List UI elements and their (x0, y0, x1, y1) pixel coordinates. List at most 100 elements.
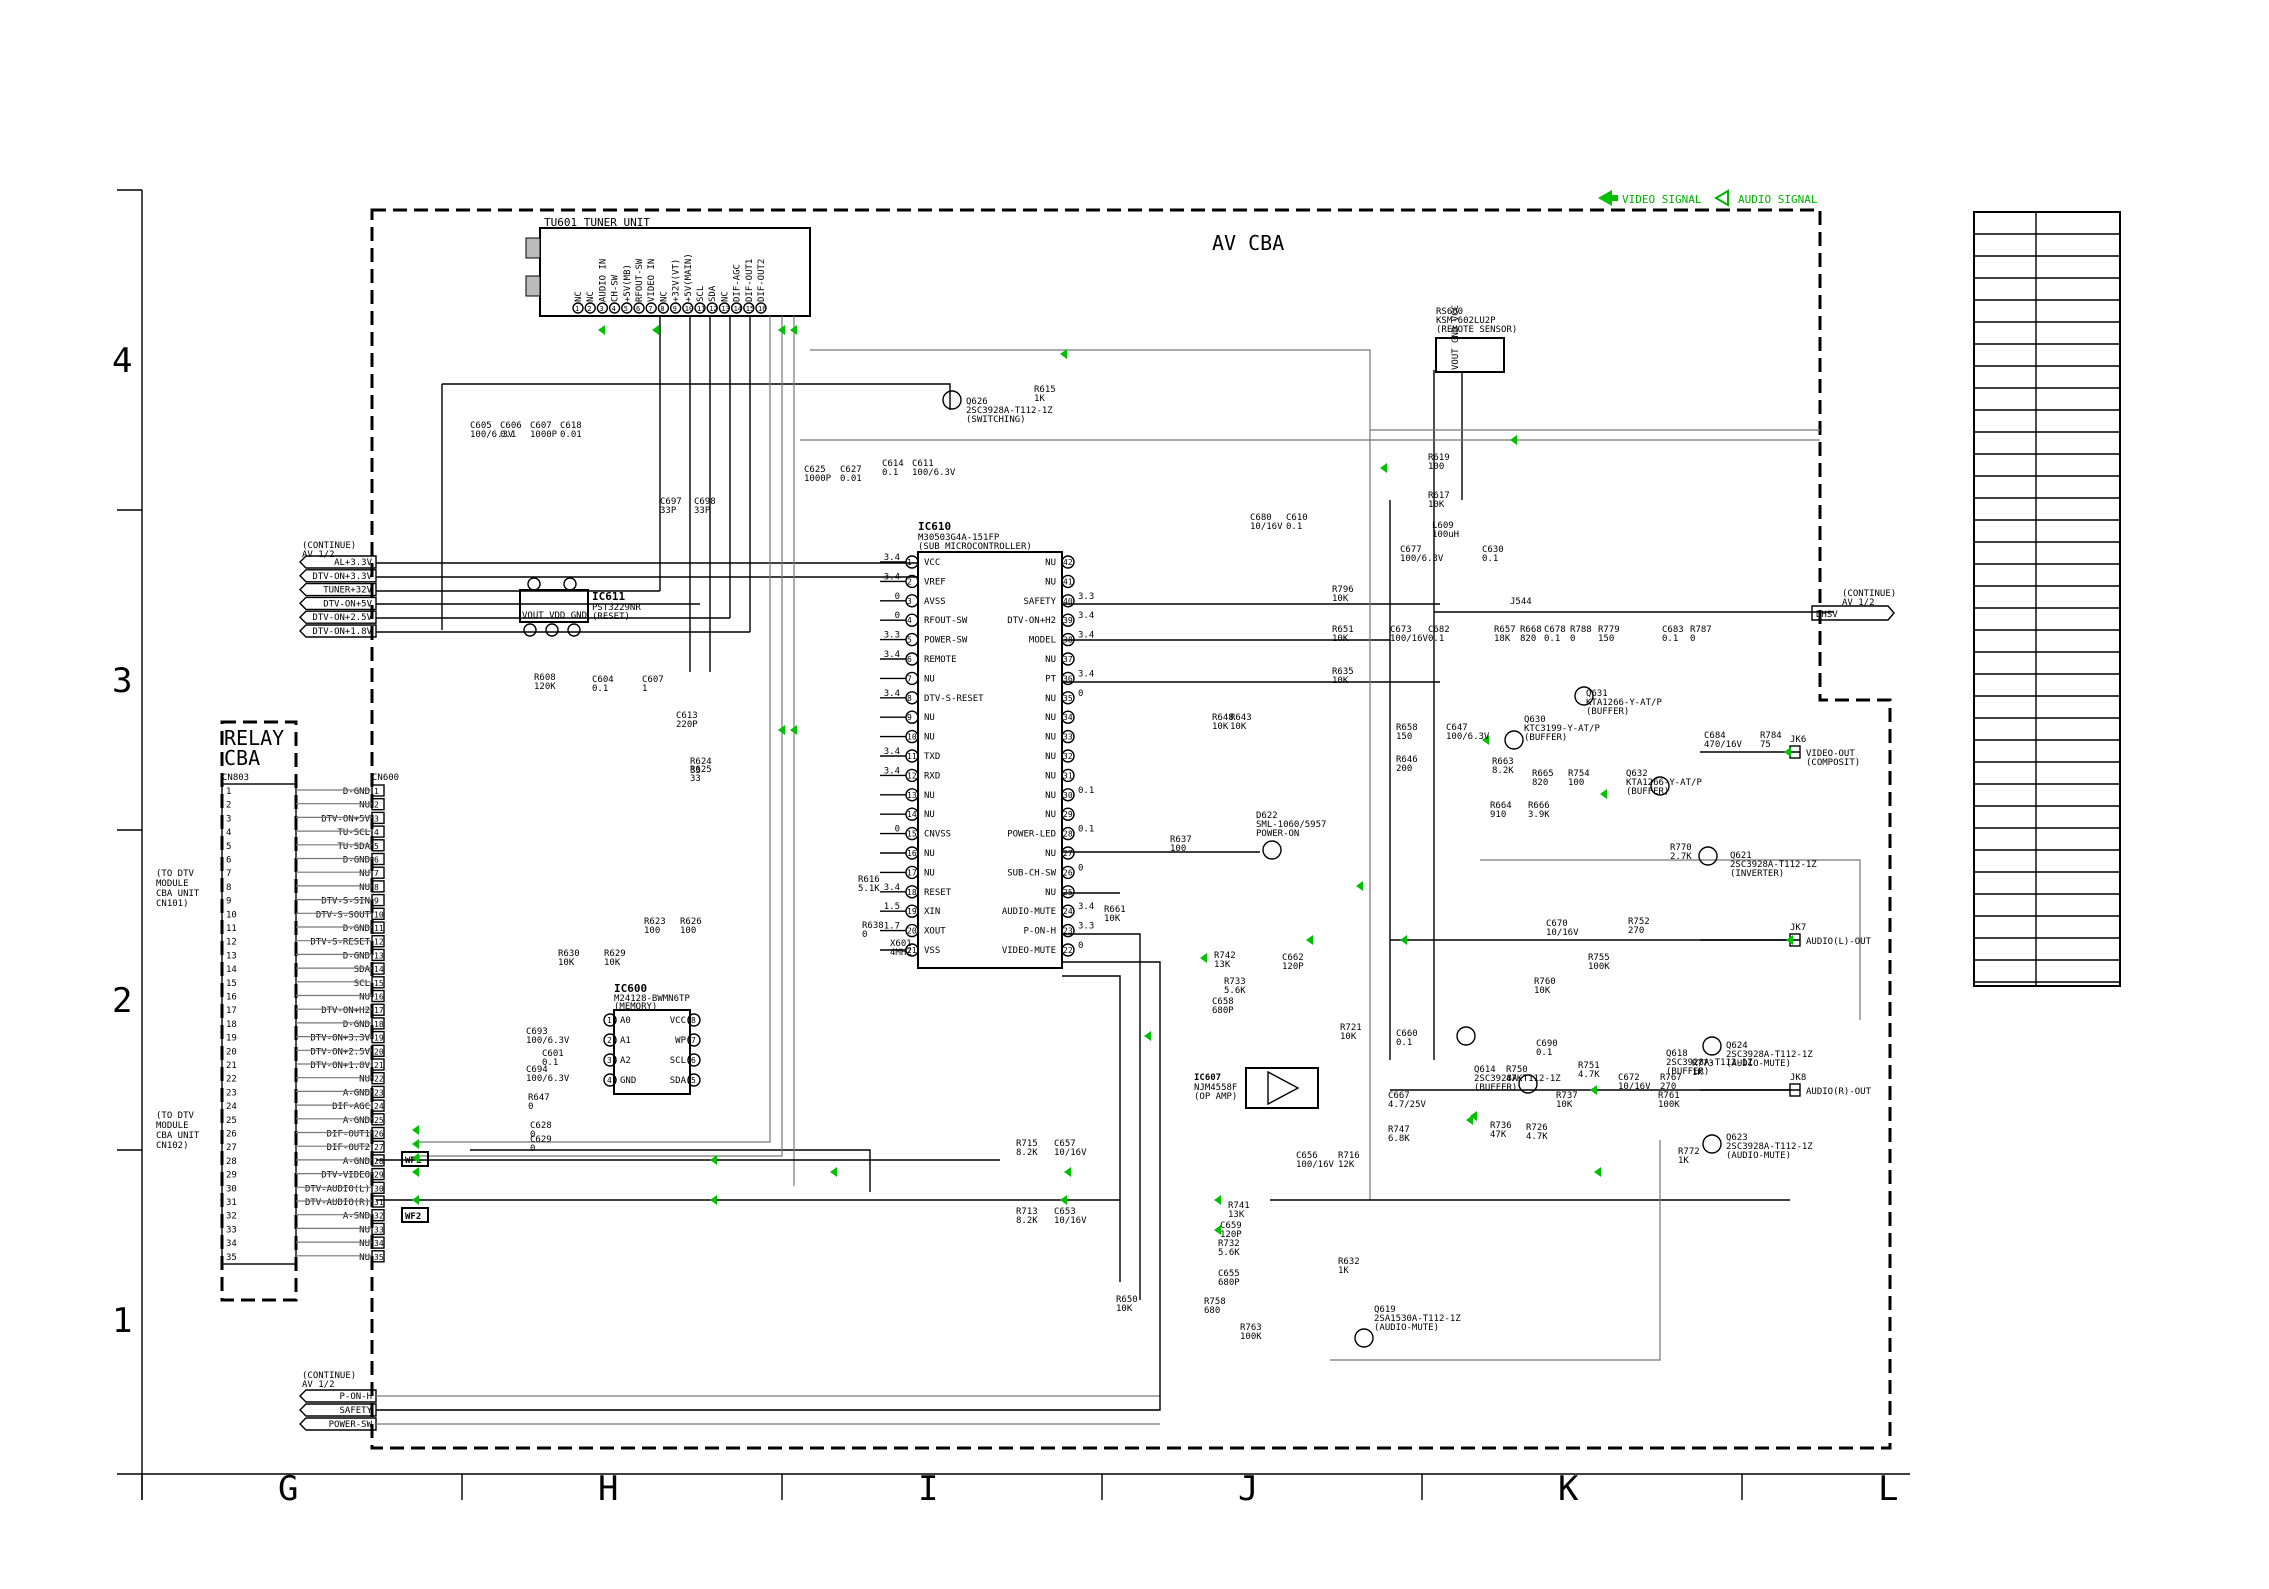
component-value: 0.1 (1286, 522, 1302, 532)
component-ref: R772 (1678, 1147, 1700, 1157)
component-ref: C657 (1054, 1139, 1076, 1149)
ic600-pin (603, 1033, 617, 1047)
svg-text:PST3229NR: PST3229NR (592, 603, 641, 613)
tuner-pin-label: SCL (696, 286, 706, 302)
ic610-pin (1061, 826, 1075, 841)
relay-pin-left-number: 29 (226, 1171, 237, 1181)
component-value: 100/6.3V (470, 430, 514, 440)
component-value: 10K (1212, 722, 1229, 732)
relay-pin-left-number: 1 (226, 787, 231, 797)
ic600-left-label: GND (620, 1076, 636, 1086)
relay-pin-left-number: 28 (226, 1157, 237, 1167)
component-ref: R650 (1116, 1295, 1138, 1305)
tuner-pin-number: 1 (575, 305, 579, 313)
component-value: 0 (528, 1102, 533, 1112)
transistors (942, 390, 1722, 1348)
relay-pin-left-number: 6 (226, 856, 231, 866)
ic610-pin-number: 17 (907, 868, 917, 877)
ic610-pin (1061, 904, 1075, 918)
tuner-pin-label: NC (574, 291, 584, 302)
relay-pin-right-number: 21 (374, 1061, 384, 1070)
relay-pin-label: NU (359, 883, 370, 893)
component-ref: R760 (1534, 977, 1556, 987)
svg-text:VIDEO-OUT: VIDEO-OUT (1806, 749, 1855, 759)
relay-pin-label: DTV-ON+2.5V (310, 1047, 370, 1057)
svg-text:(RESET): (RESET) (592, 612, 630, 622)
relay-pin-right-number: 1 (374, 787, 379, 796)
grid-row-3: 3 (112, 661, 132, 701)
tuner-pin-number: 2 (587, 305, 591, 313)
ic610-pin-number: 8 (907, 694, 912, 703)
relay-pin-right-number: 3 (374, 814, 379, 823)
component-ref: R619 (1428, 453, 1450, 463)
component-ref: Q632 (1626, 769, 1648, 779)
ic610-left-voltage: 3.4 (884, 650, 900, 660)
ic610-pin (1061, 710, 1075, 724)
component-ref: R754 (1568, 769, 1590, 779)
component-value: 1000P (804, 474, 832, 484)
relay-pin-left-number: 7 (226, 869, 231, 879)
svg-text:MODULE: MODULE (156, 879, 189, 889)
ic610-right-label: PT (1045, 674, 1056, 684)
component-value: 100 (1428, 462, 1444, 472)
relay-pin-left-number: 27 (226, 1143, 237, 1153)
tuner-pin-label: DIF-OUT2 (757, 259, 767, 302)
ic610-pin-number: 6 (907, 655, 912, 664)
relay-title-1: RELAY (224, 726, 284, 750)
power-rail-label: P-ON-H (339, 1392, 372, 1402)
relay-pin-right-number: 6 (374, 856, 379, 865)
relay-pin-left-number: 2 (226, 801, 231, 811)
tuner-pin (584, 302, 596, 314)
relay-pin-label: A-SND (343, 1212, 370, 1222)
component-note: POWER-ON (1256, 829, 1299, 839)
ic610-left-voltage: 3.4 (884, 747, 900, 757)
svg-text:MODULE: MODULE (156, 1121, 189, 1131)
ic610-pin-number: 32 (1063, 752, 1073, 761)
component-ref: C690 (1536, 1039, 1558, 1049)
tuner-pin-label: DIF-OUT1 (745, 259, 755, 302)
component-ref: R663 (1492, 757, 1514, 767)
power-rail-flag (299, 582, 377, 597)
relay-pin-left-number: 34 (226, 1239, 237, 1249)
ic610-pin (1061, 943, 1075, 957)
component-value: 120K (534, 682, 556, 692)
signal-arrow (1214, 1195, 1221, 1205)
svg-text:(TO DTV: (TO DTV (156, 869, 195, 879)
relay-connector-left (221, 783, 297, 1265)
component-value: 100/6.3V (1400, 554, 1444, 564)
signal-arrow (778, 325, 785, 335)
component-value: 2SC3928A-T112-1Z (966, 406, 1053, 416)
ic610-pin-number: 14 (907, 810, 917, 819)
component-value: 2SA1530A-T112-1Z (1374, 1314, 1461, 1324)
tuner-pin (682, 302, 694, 314)
relay-pin-label: DTV-S-RESET (310, 938, 370, 948)
ic610-pin (1061, 865, 1075, 880)
tuner-pin-number: 8 (660, 305, 664, 313)
component-value: 10K (1230, 722, 1247, 732)
component-value: 10/16V (1250, 522, 1283, 532)
continue-right: (CONTINUE) AV 1/2 DHSV (1811, 589, 1896, 621)
ic610-right-voltage: 3.3 (1078, 922, 1094, 932)
tuner-pin-label: NC (659, 291, 669, 302)
component-value: 100/6.3V (912, 468, 956, 478)
tuner-pin-label: VIDEO IN (647, 259, 657, 302)
component-value: 100K (1658, 1100, 1680, 1110)
component-value: 13K (1214, 960, 1231, 970)
ic610-right-label: POWER-LED (1007, 830, 1056, 840)
relay-pin-right-number: 28 (374, 1157, 384, 1166)
ic610-left-label: NU (924, 868, 935, 878)
relay-pin-right-number: 31 (374, 1198, 384, 1207)
component-ref: C655 (1218, 1269, 1240, 1279)
component-value: 5.6K (1224, 986, 1246, 996)
ic600-right-label: VCC (670, 1016, 686, 1026)
component-note: (BUFFER) (1666, 1067, 1709, 1077)
ic600-pin (603, 1073, 617, 1087)
component-ref: C647 (1446, 723, 1468, 733)
component-value: 0.1 (1482, 554, 1498, 564)
tuner-pin-label: AUDIO IN (598, 259, 608, 302)
ic610-right-label: SUB-CH-SW (1007, 868, 1056, 878)
ic610-pin-number: 13 (907, 791, 917, 800)
